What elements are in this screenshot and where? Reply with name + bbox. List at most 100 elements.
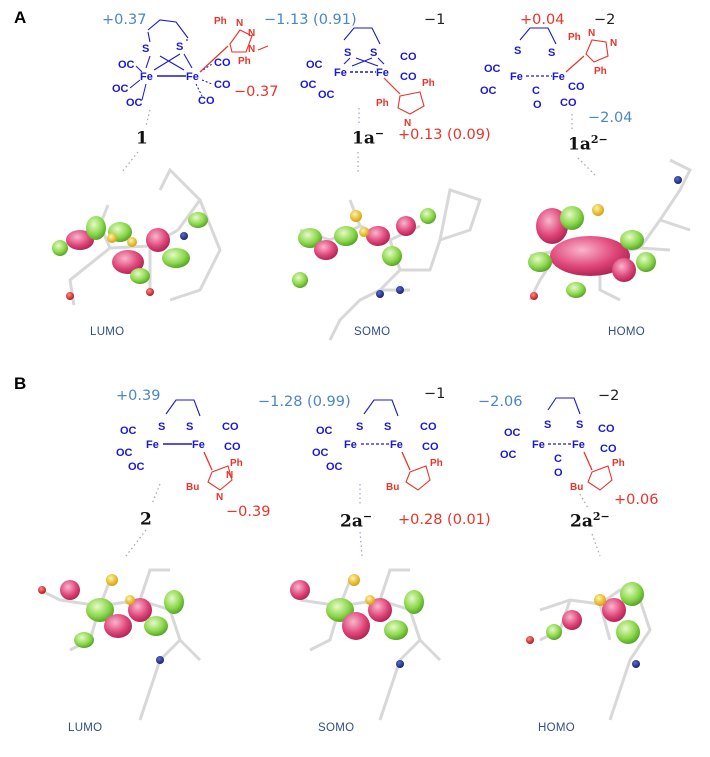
svg-text:S: S xyxy=(544,419,551,431)
orbital-label-somo-b: SOMO xyxy=(318,722,355,734)
svg-text:N: N xyxy=(588,28,595,39)
svg-text:S: S xyxy=(370,47,377,59)
orbital-render-somo-b xyxy=(290,568,442,721)
fe-charge-1a-2minus: −2.04 xyxy=(588,110,633,126)
orbital-render-homo-b xyxy=(526,582,652,721)
svg-text:CO: CO xyxy=(420,421,437,433)
svg-text:S: S xyxy=(576,419,583,431)
panel-label-b: B xyxy=(14,374,27,393)
compound-label-2: 2 xyxy=(140,509,152,530)
svg-text:CO: CO xyxy=(400,51,417,63)
orbital-render-somo-a xyxy=(292,188,482,341)
charge-1a-2minus: −2 xyxy=(594,12,616,28)
svg-text:S: S xyxy=(356,421,363,433)
compound-label-1a-2minus: 1a2− xyxy=(568,133,608,155)
svg-text:CO: CO xyxy=(222,421,239,433)
svg-text:S: S xyxy=(158,421,165,433)
orbital-label-lumo-a: LUMO xyxy=(90,326,125,338)
svg-text:Fe: Fe xyxy=(344,439,357,451)
orbital-render-lumo-b xyxy=(38,568,202,721)
svg-text:CO: CO xyxy=(560,97,577,109)
svg-text:Bu: Bu xyxy=(186,482,199,493)
svg-text:CO: CO xyxy=(214,57,231,69)
ligand-charge-2a-minus: +0.28 (0.01) xyxy=(398,512,491,528)
ligand-charge-1: −0.37 xyxy=(234,84,279,100)
svg-text:CO: CO xyxy=(224,441,241,453)
svg-text:Ph: Ph xyxy=(422,78,435,89)
svg-text:Fe: Fe xyxy=(552,71,565,83)
orbital-render-homo-a xyxy=(528,158,693,302)
svg-text:Fe: Fe xyxy=(510,71,523,83)
svg-text:OC: OC xyxy=(480,85,497,97)
svg-text:S: S xyxy=(176,41,183,53)
svg-text:OC: OC xyxy=(112,83,129,95)
connectors xyxy=(121,108,601,557)
ligand-charge-1a-minus: +0.13 (0.09) xyxy=(398,127,491,143)
charge-1a-minus: −1 xyxy=(424,12,446,28)
svg-text:C: C xyxy=(554,453,562,465)
svg-text:CO: CO xyxy=(600,443,617,455)
fe-charge-2a-minus: −1.28 (0.99) xyxy=(258,394,351,410)
ligand-charge-2a-2minus: +0.06 xyxy=(614,492,659,508)
ligand-charge-2: −0.39 xyxy=(226,504,271,520)
svg-text:OC: OC xyxy=(118,59,135,71)
compound-label-1: 1 xyxy=(136,128,148,149)
svg-text:N: N xyxy=(404,118,411,129)
svg-text:Fe: Fe xyxy=(532,439,545,451)
svg-text:Fe: Fe xyxy=(192,439,205,451)
svg-text:S: S xyxy=(384,421,391,433)
svg-text:N: N xyxy=(226,470,233,481)
svg-text:S: S xyxy=(186,421,193,433)
svg-text:CO: CO xyxy=(400,71,417,83)
svg-text:N: N xyxy=(216,492,223,503)
svg-text:OC: OC xyxy=(504,427,521,439)
svg-text:OC: OC xyxy=(120,425,137,437)
svg-text:CO: CO xyxy=(198,95,215,107)
svg-text:OC: OC xyxy=(116,447,133,459)
svg-text:OC: OC xyxy=(316,425,333,437)
svg-text:C: C xyxy=(532,85,540,97)
svg-text:S: S xyxy=(548,47,555,59)
svg-text:Ph: Ph xyxy=(230,458,243,469)
svg-text:CO: CO xyxy=(214,79,231,91)
compound-label-2a-2minus: 2a2− xyxy=(570,510,610,532)
ligand-charge-1a-2minus: +0.04 xyxy=(520,12,565,28)
svg-text:OC: OC xyxy=(326,461,343,473)
svg-text:Ph: Ph xyxy=(594,66,607,77)
svg-text:CO: CO xyxy=(598,423,615,435)
fe-charge-1a-minus: −1.13 (0.91) xyxy=(264,12,357,28)
compound-label-2a-minus: 2a− xyxy=(340,510,373,532)
charge-2a-minus: −1 xyxy=(424,386,446,402)
svg-text:Fe: Fe xyxy=(140,71,153,83)
svg-text:CO: CO xyxy=(568,81,585,93)
svg-text:Fe: Fe xyxy=(334,67,347,79)
svg-text:N: N xyxy=(236,18,243,29)
svg-text:OC: OC xyxy=(126,97,143,109)
fe-charge-2: +0.39 xyxy=(116,388,161,404)
svg-text:Ph: Ph xyxy=(568,32,581,43)
orbital-label-lumo-b: LUMO xyxy=(68,722,103,734)
svg-text:CO: CO xyxy=(422,441,439,453)
svg-text:S: S xyxy=(344,47,351,59)
svg-text:N: N xyxy=(610,38,617,49)
svg-text:OC: OC xyxy=(500,449,517,461)
svg-text:N: N xyxy=(248,44,255,55)
svg-text:Fe: Fe xyxy=(146,439,159,451)
orbital-label-somo-a: SOMO xyxy=(354,326,391,338)
svg-text:Fe: Fe xyxy=(376,67,389,79)
svg-text:Ph: Ph xyxy=(214,16,227,27)
fe-charge-1: +0.37 xyxy=(102,12,147,28)
svg-text:Bu: Bu xyxy=(386,482,399,493)
svg-text:OC: OC xyxy=(306,59,323,71)
orbital-label-homo-b: HOMO xyxy=(538,722,575,734)
svg-text:Ph: Ph xyxy=(430,458,443,469)
compound-label-1a-minus: 1a− xyxy=(352,127,385,149)
charge-2a-2minus: −2 xyxy=(598,388,620,404)
svg-text:OC: OC xyxy=(300,79,317,91)
svg-text:Ph: Ph xyxy=(376,98,389,109)
svg-text:S: S xyxy=(142,43,149,55)
